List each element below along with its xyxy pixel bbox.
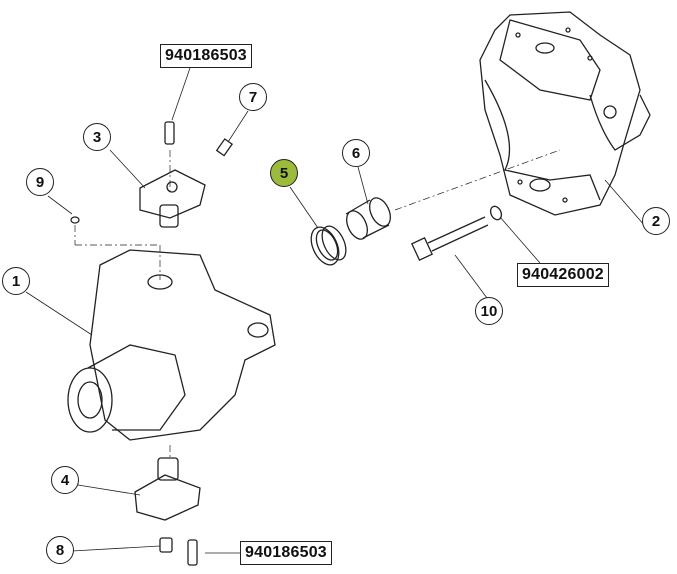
part-6-bushing — [345, 197, 391, 240]
callout-9[interactable]: 9 — [26, 168, 54, 196]
callout-3[interactable]: 3 — [83, 123, 111, 151]
callout-10[interactable]: 10 — [475, 297, 503, 325]
center-lines — [74, 149, 561, 460]
leader-lines — [25, 67, 646, 554]
callout-6[interactable]: 6 — [342, 139, 370, 167]
part-number-nut[interactable]: 940426002 — [517, 263, 609, 287]
part-5-seal — [310, 225, 347, 266]
callout-4[interactable]: 4 — [51, 466, 79, 494]
part-10-bolt — [410, 205, 503, 261]
part-number-top-bolt[interactable]: 940186503 — [160, 44, 252, 68]
part-4-lower-cap — [134, 457, 201, 566]
part-1-knuckle — [67, 249, 276, 441]
part-2-housing — [479, 11, 651, 216]
callout-2[interactable]: 2 — [642, 207, 670, 235]
part-number-bottom-bolt[interactable]: 940186503 — [240, 541, 332, 565]
part-9-plug — [70, 216, 80, 224]
part-8-grease-nipple — [159, 537, 173, 553]
callout-7[interactable]: 7 — [239, 83, 267, 111]
part-3-cap — [139, 121, 206, 228]
part-7-grease-nipple — [215, 138, 234, 157]
callout-5[interactable]: 5 — [270, 159, 298, 187]
callout-8[interactable]: 8 — [46, 536, 74, 564]
callout-1[interactable]: 1 — [2, 267, 30, 295]
